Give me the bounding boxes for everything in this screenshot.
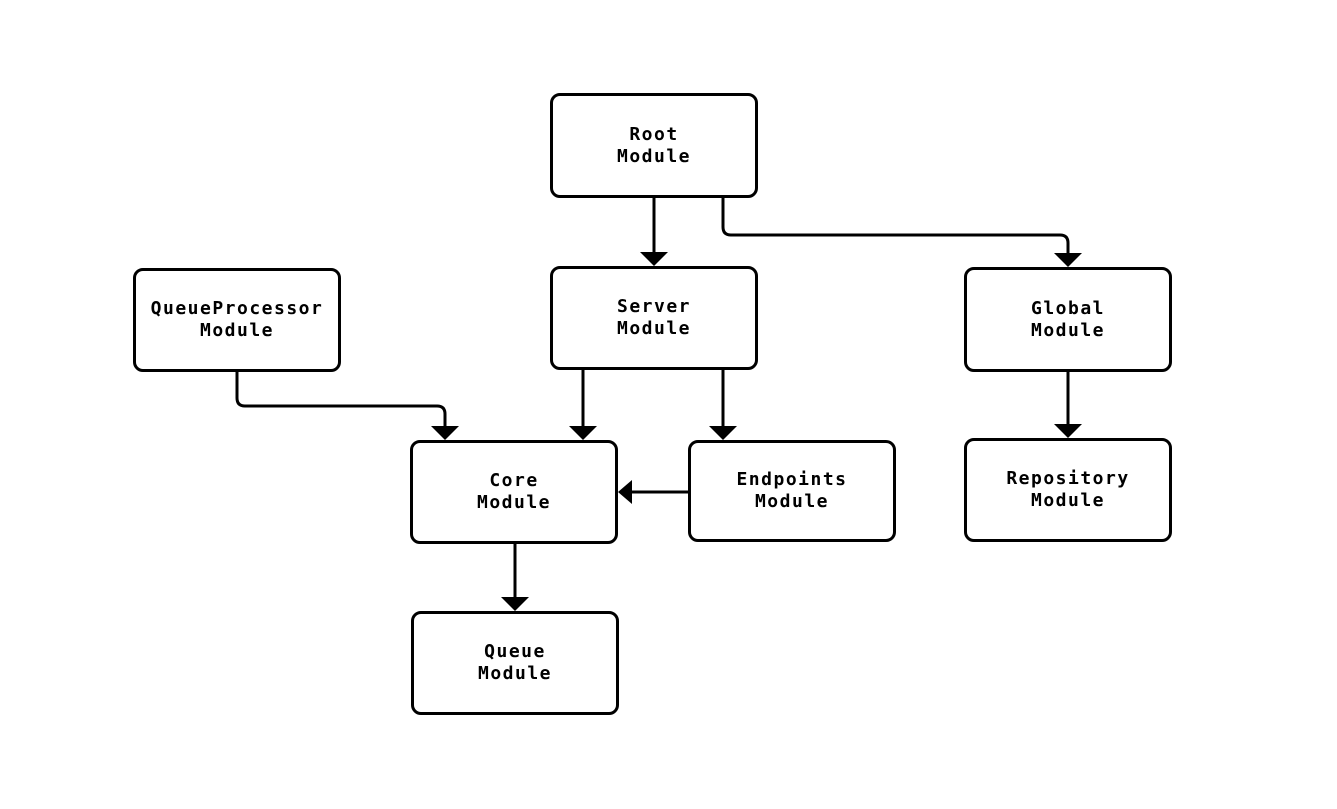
node-endpoints-module: Endpoints Module — [688, 440, 896, 542]
edge-server-to-endpoints — [709, 370, 737, 440]
node-queueprocessor-label: QueueProcessor Module — [151, 298, 324, 342]
node-endpoints-label: Endpoints Module — [736, 469, 847, 513]
node-global-label: Global Module — [1031, 298, 1105, 342]
arrowhead-icon — [501, 597, 529, 611]
edge-endpoints-to-core — [618, 480, 688, 504]
arrowhead-icon — [431, 426, 459, 440]
node-core-line1: Core — [489, 470, 539, 491]
node-queueprocessor-line2: Module — [199, 320, 275, 341]
node-repository-line1: Repository — [1006, 468, 1130, 489]
arrowhead-icon — [1054, 253, 1082, 267]
node-queueprocessor-module: QueueProcessor Module — [133, 268, 341, 372]
edge-root-to-global — [721, 198, 1082, 267]
node-queue-line2: Module — [477, 663, 553, 684]
node-global-module: Global Module — [964, 267, 1172, 372]
arrowhead-icon — [569, 426, 597, 440]
node-repository-module: Repository Module — [964, 438, 1172, 542]
node-server-line2: Module — [616, 318, 692, 339]
node-core-label: Core Module — [477, 470, 551, 514]
node-root-line2: Module — [616, 145, 692, 167]
node-queue-module: Queue Module — [411, 611, 619, 715]
node-repository-line2: Module — [1030, 490, 1106, 511]
node-server-line1: Server — [616, 296, 692, 317]
node-root-module: Root Module — [550, 93, 758, 198]
arrowhead-icon — [618, 480, 632, 504]
node-core-line2: Module — [476, 492, 552, 513]
node-root-line1: Root — [629, 123, 679, 145]
edge-server-to-core — [569, 370, 597, 440]
arrowhead-icon — [709, 426, 737, 440]
edge-global-to-repository — [1054, 372, 1082, 438]
node-global-line1: Global — [1030, 297, 1106, 319]
node-queue-line1: Queue — [484, 641, 546, 662]
edge-queueprocessor-to-core — [235, 372, 459, 440]
arrowhead-icon — [640, 252, 668, 266]
node-queue-label: Queue Module — [478, 641, 552, 685]
node-endpoints-line1: Endpoints — [736, 469, 848, 490]
node-server-label: Server Module — [617, 296, 691, 340]
node-root-label: Root Module — [617, 124, 691, 168]
node-queueprocessor-line1: QueueProcessor — [150, 298, 324, 319]
node-endpoints-line2: Module — [754, 491, 829, 512]
node-server-module: Server Module — [550, 266, 758, 370]
node-core-module: Core Module — [410, 440, 618, 544]
node-repository-label: Repository Module — [1006, 468, 1129, 512]
edge-root-to-server — [640, 198, 668, 266]
node-global-line2: Module — [1030, 319, 1106, 341]
edge-core-to-queue — [501, 544, 529, 611]
arrowhead-icon — [1054, 424, 1082, 438]
